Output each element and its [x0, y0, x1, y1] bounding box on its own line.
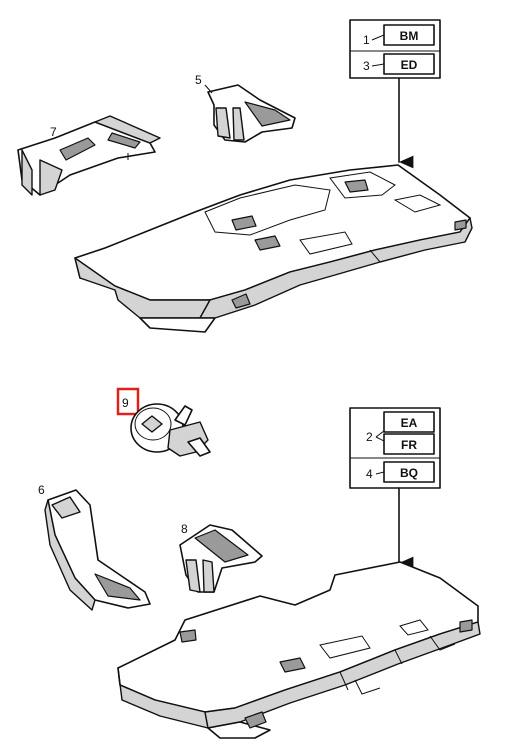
- callout-5: 5: [195, 73, 202, 87]
- part-7-bracket: 7: [17, 115, 161, 196]
- callout-1: 1: [363, 33, 370, 47]
- top-insulation-panel: [74, 164, 473, 333]
- code-box-ea: [383, 411, 435, 433]
- code-fr: FR: [401, 438, 417, 452]
- callout-8: 8: [181, 522, 188, 536]
- part-8-bracket: 8: [179, 522, 263, 593]
- callout-7: 7: [50, 125, 57, 139]
- highlight-box: [116, 387, 140, 416]
- top-code-box: BM ED 1 3: [349, 19, 441, 169]
- code-ed: ED: [401, 58, 418, 72]
- bottom-code-box: EA FR BQ 2 4: [349, 407, 441, 570]
- callout-3: 3: [363, 59, 370, 73]
- callout-6: 6: [38, 483, 45, 497]
- bottom-insulation-panel: [117, 561, 481, 739]
- callout-2: 2: [366, 430, 373, 444]
- code-bm: BM: [400, 29, 419, 43]
- code-box-fr: [383, 433, 435, 455]
- code-ea: EA: [401, 416, 418, 430]
- part-9-clip: 9: [116, 387, 211, 457]
- part-6-bracket: 6: [38, 483, 151, 611]
- callout-9: 9: [122, 396, 129, 410]
- code-bq: BQ: [400, 466, 418, 480]
- part-5-bracket: 5: [195, 73, 296, 143]
- callout-4: 4: [366, 467, 373, 481]
